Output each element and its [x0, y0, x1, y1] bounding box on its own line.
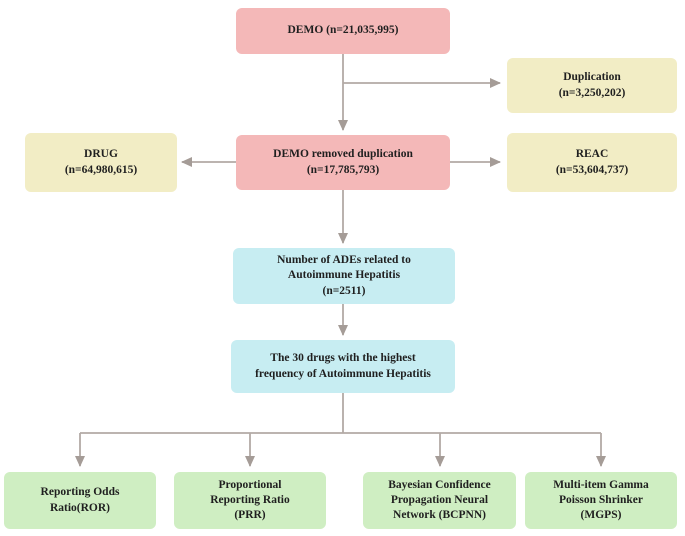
node-drug: DRUG (n=64,980,615)	[25, 133, 177, 192]
node-mgps: Multi-item Gamma Poisson Shrinker (MGPS)	[525, 472, 677, 529]
node-ades-count: Number of ADEs related to Autoimmune Hep…	[233, 248, 455, 304]
node-prr: Proportional Reporting Ratio (PRR)	[174, 472, 326, 529]
node-reac: REAC (n=53,604,737)	[507, 133, 677, 192]
node-duplication: Duplication (n=3,250,202)	[507, 58, 677, 113]
node-bcpnn: Bayesian Confidence Propagation Neural N…	[363, 472, 516, 529]
node-demo-removed-duplication: DEMO removed duplication (n=17,785,793)	[236, 135, 450, 190]
node-demo: DEMO (n=21,035,995)	[236, 8, 450, 54]
node-ror: Reporting Odds Ratio(ROR)	[4, 472, 156, 529]
node-top30-drugs: The 30 drugs with the highest frequency …	[231, 340, 455, 393]
